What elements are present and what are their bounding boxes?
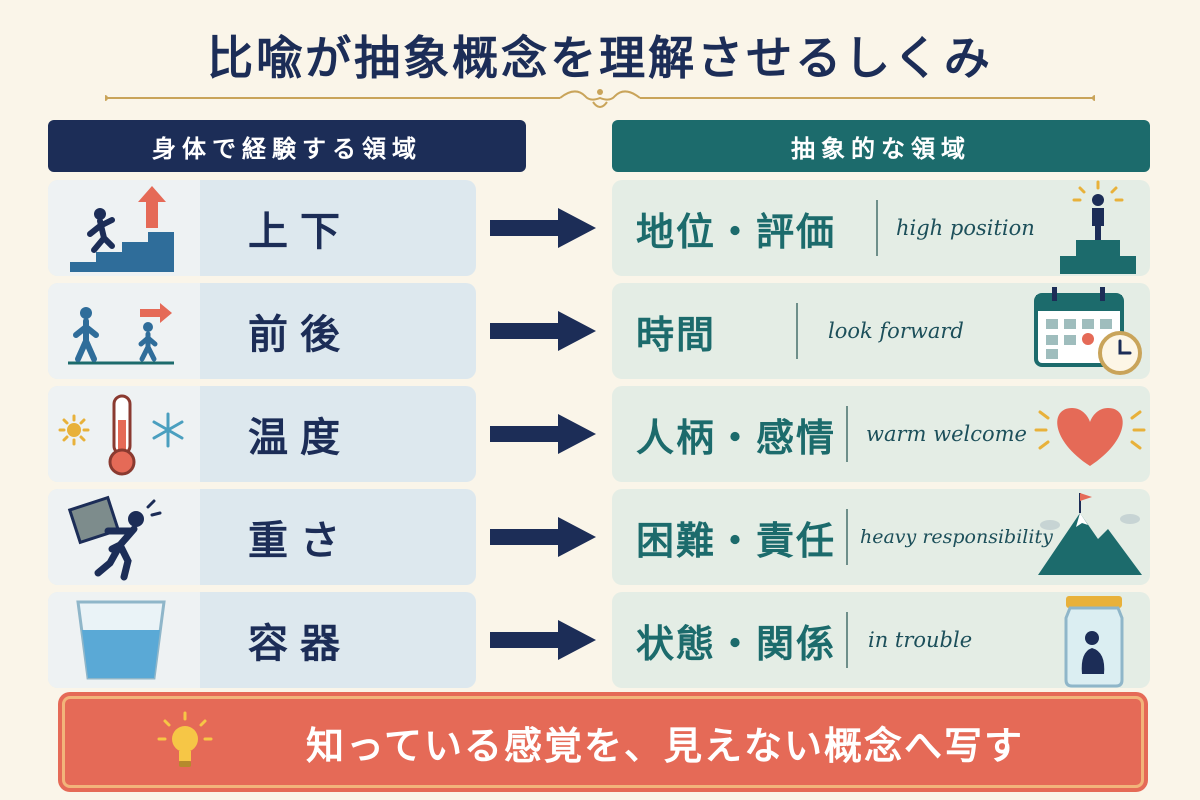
example-phrase: look forward	[828, 319, 964, 343]
heart-icon	[1034, 408, 1146, 466]
abstract-card: 地位・評価 high position	[612, 180, 1150, 276]
abstract-label: 地位・評価	[636, 209, 837, 254]
person-in-jar-icon	[1064, 596, 1124, 688]
person-walking-forward-icon	[68, 303, 174, 365]
arrow-right-icon	[490, 414, 596, 454]
summary-text: 知っている感覚を、見えない概念へ写す	[305, 723, 1025, 768]
separator	[846, 406, 848, 462]
water-glass-icon	[76, 600, 166, 680]
abstract-label: 状態・関係	[636, 621, 837, 666]
abstract-label: 人柄・感情	[636, 415, 837, 460]
abstract-domain-header: 抽象的な領域	[612, 120, 1150, 172]
arrow-right-icon	[490, 517, 596, 557]
summary-banner: 知っている感覚を、見えない概念へ写す	[62, 696, 1144, 788]
mapping-row-container: 容器 状態・関係 in trouble	[0, 592, 1200, 688]
physical-label: 容器	[248, 621, 352, 667]
physical-label: 温度	[248, 415, 352, 461]
person-on-podium-icon	[1060, 180, 1136, 274]
physical-card: 上下	[48, 180, 476, 276]
physical-card: 温度	[48, 386, 476, 482]
physical-card: 重さ	[48, 489, 476, 585]
mountain-flag-icon	[1038, 493, 1142, 575]
abstract-card: 人柄・感情 warm welcome	[612, 386, 1150, 482]
example-phrase: heavy responsibility	[860, 526, 1053, 548]
calendar-clock-icon	[1034, 287, 1142, 375]
mapping-row-weight: 重さ 困難・責任 heavy responsibility	[0, 489, 1200, 585]
physical-label: 前後	[248, 312, 352, 358]
physical-label: 上下	[248, 209, 352, 255]
arrow-right-icon	[490, 620, 596, 660]
example-phrase: high position	[896, 216, 1035, 240]
physical-card: 容器	[48, 592, 476, 688]
physical-domain-header: 身体で経験する領域	[48, 120, 526, 172]
physical-card: 前後	[48, 283, 476, 379]
lightbulb-icon	[157, 711, 213, 767]
abstract-label: 困難・責任	[636, 518, 837, 563]
person-climbing-stairs-icon	[70, 186, 174, 272]
separator	[876, 200, 878, 256]
example-phrase: warm welcome	[866, 422, 1027, 446]
mapping-row-temperature: 温度 人柄・感情 warm welcome	[0, 386, 1200, 482]
ornamental-divider	[105, 89, 1095, 108]
physical-label: 重さ	[248, 518, 352, 564]
arrow-right-icon	[490, 208, 596, 248]
abstract-card: 困難・責任 heavy responsibility	[612, 489, 1150, 585]
separator	[846, 612, 848, 668]
abstract-card: 時間 look forward	[612, 283, 1150, 379]
person-carrying-box-icon	[67, 495, 162, 581]
page-title: 比喩が抽象概念を理解させるしくみ	[207, 31, 993, 85]
abstract-card: 状態・関係 in trouble	[612, 592, 1150, 688]
separator	[846, 509, 848, 565]
example-phrase: in trouble	[868, 628, 973, 652]
separator	[796, 303, 798, 359]
arrow-right-icon	[490, 311, 596, 351]
abstract-label: 時間	[636, 312, 717, 357]
sun-thermometer-snowflake-icon	[58, 394, 184, 476]
mapping-row-vertical: 上下 地位・評価 high position	[0, 180, 1200, 276]
mapping-row-front-back: 前後 時間 look forward	[0, 283, 1200, 379]
